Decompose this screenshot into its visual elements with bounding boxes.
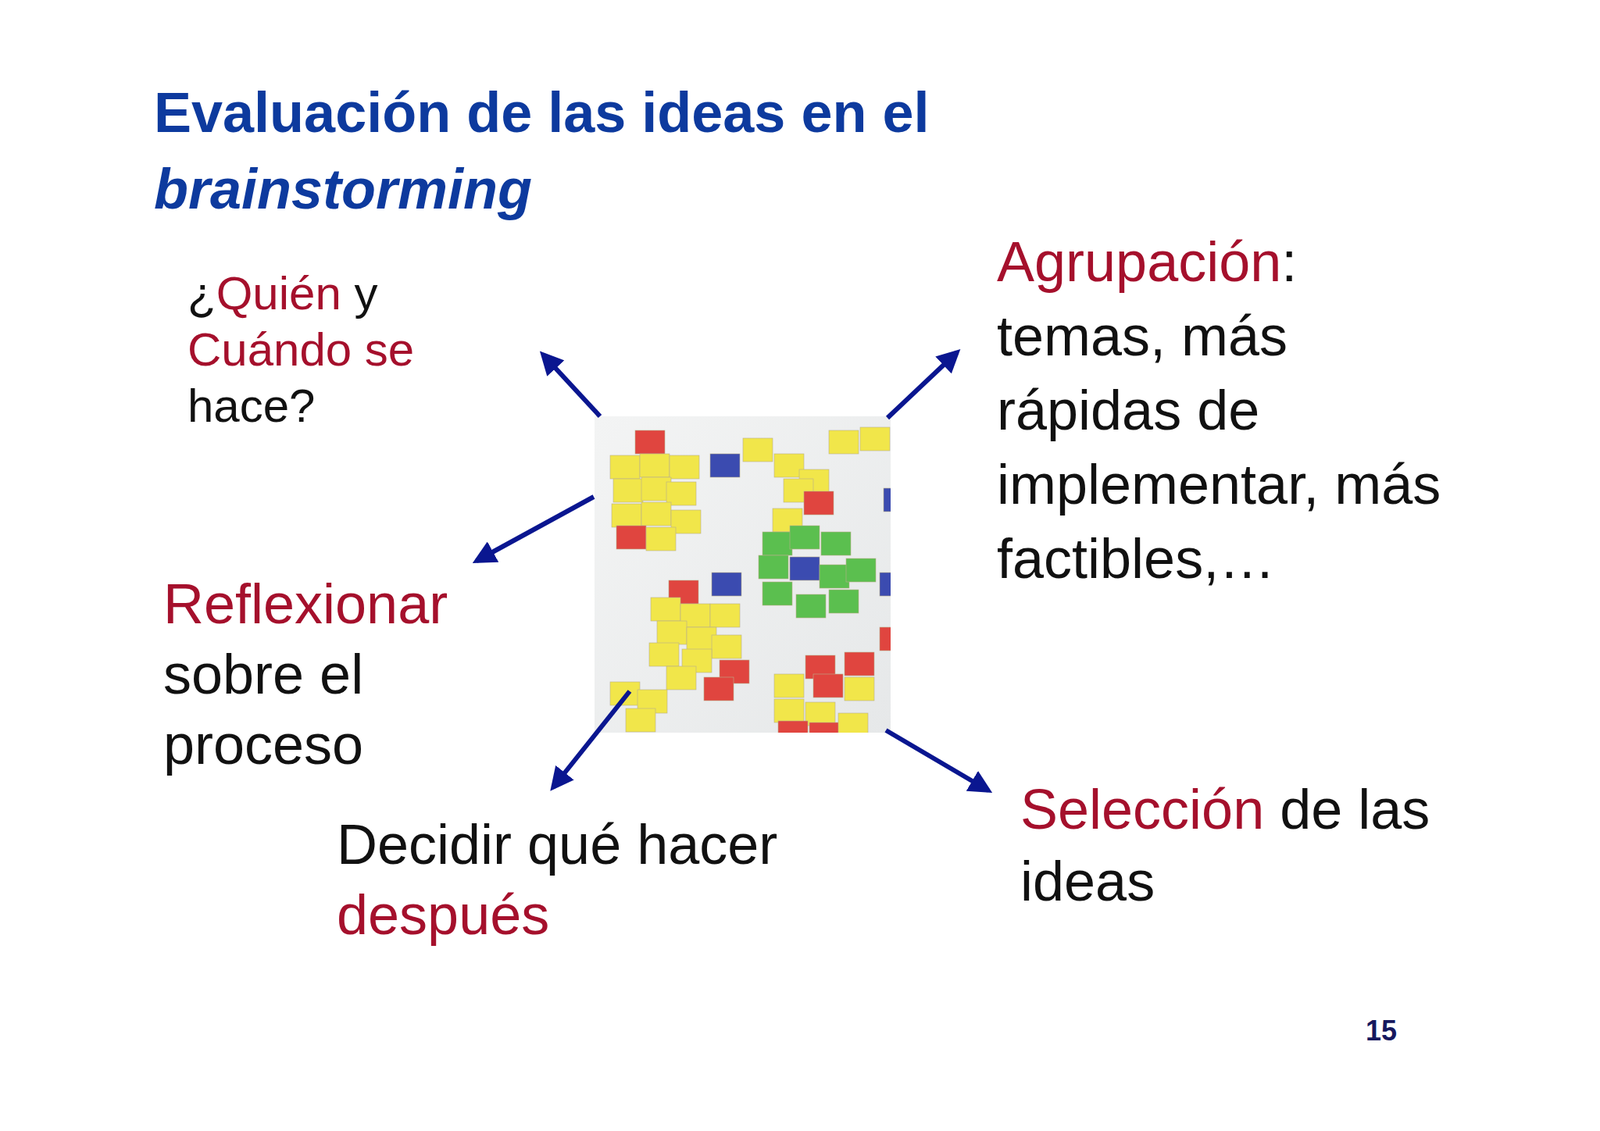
pointer-arrow xyxy=(553,691,630,788)
text-run: Agrupación xyxy=(996,230,1282,293)
pointer-arrow xyxy=(542,354,600,417)
text-run: 15 xyxy=(1365,1014,1397,1047)
sticky-notes-photo xyxy=(594,416,891,733)
text-run: Cuándo se xyxy=(187,323,415,376)
text-run: brainstorming xyxy=(153,157,533,221)
slide-title: Evaluación de las ideas en el brainstorm… xyxy=(153,74,1186,228)
selection-text: Selección de las ideas xyxy=(1020,773,1505,918)
reflect-text: Reflexionar sobre el proceso xyxy=(163,568,508,780)
grouping-text: Agrupación: temas, más rápidas de implem… xyxy=(996,225,1466,597)
text-run: sobre el proceso xyxy=(163,642,364,776)
pointer-arrow xyxy=(885,730,989,791)
text-run: hace? xyxy=(187,379,315,433)
text-run: y xyxy=(341,267,379,320)
text-run: Decidir qué hacer xyxy=(336,813,778,876)
text-run: Reflexionar xyxy=(163,572,448,636)
next-step-text: Decidir qué hacer después xyxy=(336,809,853,950)
text-run: Selección xyxy=(1020,778,1265,841)
pointer-arrow xyxy=(887,352,958,418)
text-run: después xyxy=(336,883,550,947)
text-run: Evaluación de las ideas en el xyxy=(153,81,929,144)
page-number: 15 xyxy=(1365,1014,1429,1049)
text-run: ¿ xyxy=(187,267,217,320)
question-text: ¿Quién y Cuándo se hace? xyxy=(187,265,469,435)
text-run: Quién xyxy=(216,267,342,320)
pointer-arrow xyxy=(476,496,594,561)
